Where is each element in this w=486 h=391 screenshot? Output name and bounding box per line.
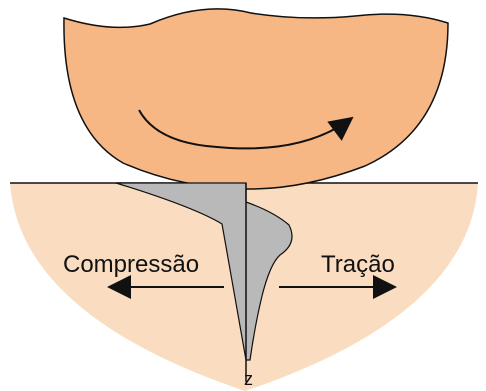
- compression-label: Compressão: [63, 251, 199, 278]
- tension-label: Tração: [321, 251, 395, 278]
- rolling-tool: [63, 8, 449, 190]
- stress-profile: [115, 182, 293, 361]
- rotation-arrow-icon: [138, 109, 354, 150]
- depth-axis-label: z: [244, 369, 253, 389]
